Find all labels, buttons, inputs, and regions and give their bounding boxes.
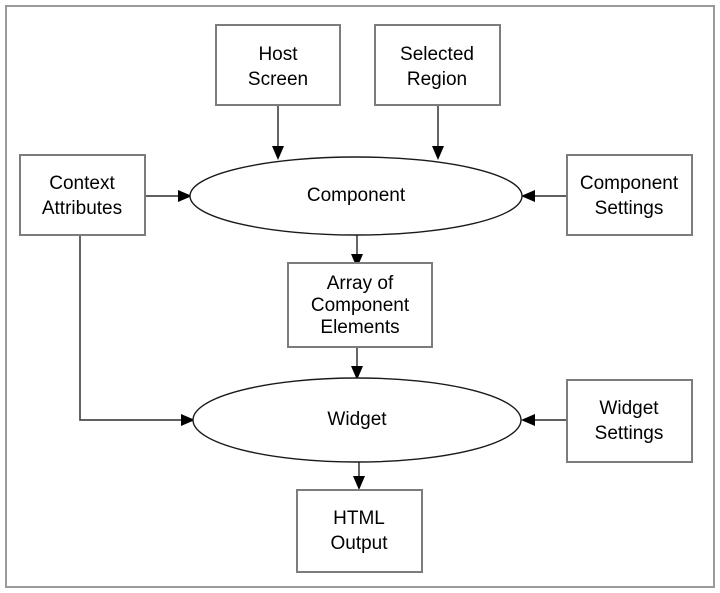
html-output-label-line-1: HTML (333, 508, 385, 529)
selected-region-label-line-1: Selected (400, 44, 474, 65)
edge-array-to-widget (351, 347, 363, 380)
array-of-component-elements-box[interactable] (287, 262, 433, 348)
node-html-output[interactable]: HTML Output (296, 489, 423, 573)
context-attributes-box[interactable] (19, 154, 146, 236)
host-screen-box[interactable] (215, 24, 341, 106)
widget-settings-box[interactable] (566, 379, 693, 463)
node-widget[interactable]: Widget (192, 377, 522, 463)
widget-settings-label-line-1: Widget (599, 398, 659, 419)
host-screen-label-line-1: Host (258, 44, 298, 65)
edge-context-attributes-to-widget (79, 235, 195, 426)
edge-component-to-array (351, 235, 363, 268)
html-output-box[interactable] (296, 489, 423, 573)
widget-ellipse[interactable] (192, 377, 522, 463)
host-screen-label-line-2: Screen (248, 69, 308, 90)
array-label-line-2: Component (311, 295, 410, 316)
selected-region-label-line-2: Region (407, 69, 467, 90)
edge-host-screen-to-component (272, 105, 284, 160)
node-context-attributes[interactable]: Context Attributes (19, 154, 146, 236)
component-settings-label-line-1: Component (580, 173, 679, 194)
component-label: Component (307, 185, 406, 206)
context-attributes-label-line-2: Attributes (42, 198, 122, 219)
edge-context-attributes-to-component (145, 190, 192, 202)
component-settings-box[interactable] (566, 154, 693, 236)
node-component[interactable]: Component (189, 156, 523, 236)
node-selected-region[interactable]: Selected Region (374, 24, 501, 106)
edge-component-settings-to-component (521, 190, 567, 202)
node-host-screen[interactable]: Host Screen (215, 24, 341, 106)
edge-selected-region-to-component (432, 105, 444, 160)
edge-widget-settings-to-widget (521, 414, 567, 426)
edge-widget-to-html-output (353, 462, 365, 490)
node-widget-settings[interactable]: Widget Settings (566, 379, 693, 463)
widget-settings-label-line-2: Settings (595, 423, 664, 444)
outer-frame (5, 5, 715, 588)
node-component-settings[interactable]: Component Settings (566, 154, 693, 236)
array-label-line-3: Elements (320, 317, 399, 338)
context-attributes-label-line-1: Context (49, 173, 115, 194)
component-settings-label-line-2: Settings (595, 198, 664, 219)
selected-region-box[interactable] (374, 24, 501, 106)
component-ellipse[interactable] (189, 156, 523, 236)
widget-label: Widget (327, 409, 387, 430)
array-label-line-1: Array of (327, 273, 394, 294)
html-output-label-line-2: Output (330, 533, 388, 554)
node-array-of-component-elements[interactable]: Array of Component Elements (287, 262, 433, 348)
